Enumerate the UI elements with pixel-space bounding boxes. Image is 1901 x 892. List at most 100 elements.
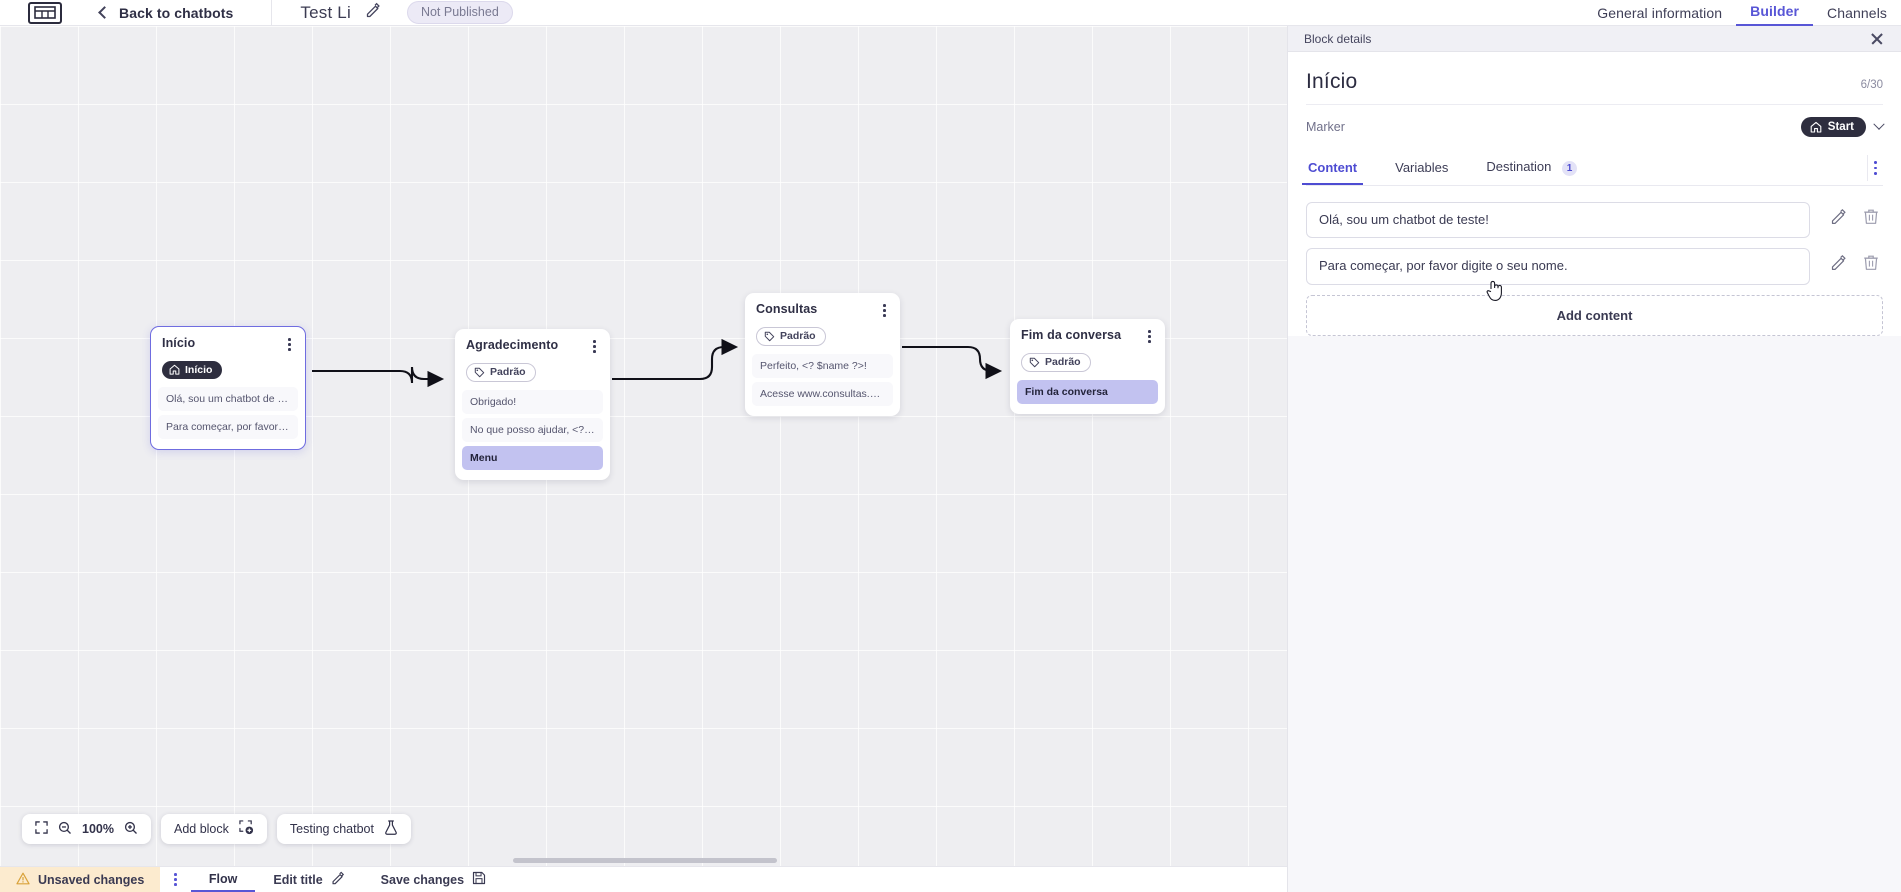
marker-select[interactable]: Start <box>1800 117 1885 137</box>
tab-variables[interactable]: Variables <box>1393 152 1450 184</box>
content-text[interactable]: Para começar, por favor digite o seu nom… <box>1306 248 1810 285</box>
pencil-icon <box>331 871 345 888</box>
chatbot-logo-icon <box>28 1 62 24</box>
flask-icon <box>384 820 398 838</box>
node-header: Fim da conversa <box>1010 328 1165 345</box>
flow-canvas[interactable]: Início Início Olá, sou um chatbot de tes… <box>0 26 1287 866</box>
char-count: 6/30 <box>1860 79 1883 91</box>
edit-title-label: Edit title <box>273 872 323 887</box>
canvas-toolbar: 100% Add block <box>22 814 411 844</box>
node-menu-button[interactable] <box>880 302 889 319</box>
node-row[interactable]: Fim da conversa <box>1017 379 1158 404</box>
pencil-icon[interactable] <box>1830 208 1847 230</box>
node-row[interactable]: Olá, sou um chatbot de teste! <box>158 387 298 412</box>
node-row[interactable]: Para começar, por favor digite o ... <box>158 415 298 440</box>
testing-chatbot-button[interactable]: Testing chatbot <box>276 814 411 844</box>
node-title: Fim da conversa <box>1021 328 1122 342</box>
horizontal-scrollbar[interactable] <box>513 858 777 863</box>
node-row[interactable]: Perfeito, <? $name ?>! <box>752 353 893 378</box>
page-title: Test Li <box>300 2 351 22</box>
bottom-tab-flow[interactable]: Flow <box>190 867 256 892</box>
node-default-badge-label: Padrão <box>780 330 816 343</box>
tag-icon <box>764 331 775 342</box>
node-title: Início <box>162 336 196 350</box>
testing-chatbot-label: Testing chatbot <box>289 822 374 836</box>
pencil-icon[interactable] <box>365 2 381 23</box>
block-details-panel: Block details Início 6/30 Marker Start <box>1287 26 1901 892</box>
node-rows: Obrigado! No que posso ajudar, <? $name … <box>455 389 610 470</box>
tab-destination[interactable]: Destination 1 <box>1484 151 1579 185</box>
bottom-bar-menu-button[interactable] <box>160 867 191 892</box>
tab-content-label: Content <box>1308 160 1358 175</box>
add-block-label: Add block <box>173 822 229 836</box>
node-menu-button[interactable] <box>590 338 599 355</box>
home-icon <box>169 365 180 375</box>
node-header: Início <box>151 336 305 353</box>
flow-node-agradecimento[interactable]: Agradecimento Padrão Obrigado! No que po… <box>455 329 610 480</box>
unsaved-changes-indicator: Unsaved changes <box>0 867 161 892</box>
tab-destination-badge: 1 <box>1562 161 1578 176</box>
add-block-icon <box>239 820 254 838</box>
tab-channels[interactable]: Channels <box>1827 5 1887 21</box>
save-changes-button[interactable]: Save changes <box>363 867 504 892</box>
node-menu-button[interactable] <box>285 336 294 353</box>
trash-icon[interactable] <box>1863 208 1879 230</box>
flow-node-fim-da-conversa[interactable]: Fim da conversa Padrão Fim da conversa <box>1010 319 1165 414</box>
node-rows: Olá, sou um chatbot de teste! Para começ… <box>151 387 305 440</box>
zoom-in-icon[interactable] <box>124 821 138 838</box>
bottom-bar: Unsaved changes Flow Edit title Save cha… <box>0 866 1287 892</box>
bottom-tab-flow-label: Flow <box>208 871 238 886</box>
tab-content[interactable]: Content <box>1301 152 1364 185</box>
marker-value-badge: Start <box>1800 117 1866 137</box>
node-title: Consultas <box>756 302 818 316</box>
add-content-button[interactable]: Add content <box>1306 294 1883 336</box>
node-header: Consultas <box>745 302 900 319</box>
chevron-down-icon[interactable] <box>1873 118 1885 130</box>
zoom-controls[interactable]: 100% <box>22 814 151 844</box>
back-to-chatbots-button[interactable]: Back to chatbots <box>98 4 234 21</box>
node-default-badge: Padrão <box>1021 352 1091 373</box>
flow-node-consultas[interactable]: Consultas Padrão Perfeito, <? $name ?>! … <box>745 293 900 416</box>
unsaved-changes-label: Unsaved changes <box>38 872 145 887</box>
node-menu-button[interactable] <box>1145 328 1154 345</box>
tab-builder[interactable]: Builder <box>1736 3 1814 26</box>
chevron-left-icon <box>98 6 111 19</box>
zoom-level: 100% <box>82 822 114 836</box>
flow-connectors <box>312 338 1003 388</box>
content-actions <box>1810 248 1883 276</box>
node-start-badge-label: Início <box>185 363 213 376</box>
pencil-icon[interactable] <box>1830 254 1847 276</box>
top-tabs: General information Builder Channels <box>1583 0 1901 26</box>
top-bar: Back to chatbots Test Li Not Published G… <box>0 0 1901 26</box>
node-row[interactable]: Acesse www.consultas.com par... <box>752 381 893 406</box>
marker-value-label: Start <box>1827 121 1854 133</box>
status-badge: Not Published <box>406 1 513 24</box>
tab-general-information[interactable]: General information <box>1597 5 1723 21</box>
fit-screen-icon[interactable] <box>35 821 48 837</box>
block-title-row: Início 6/30 <box>1306 52 1883 105</box>
save-disk-icon <box>472 871 486 888</box>
node-default-badge: Padrão <box>756 326 826 347</box>
panel-header: Block details <box>1288 26 1901 52</box>
node-start-badge: Início <box>162 360 223 379</box>
content-text[interactable]: Olá, sou um chatbot de teste! <box>1306 202 1810 239</box>
zoom-out-icon[interactable] <box>58 821 72 838</box>
close-icon[interactable] <box>1869 31 1885 47</box>
flow-node-inicio[interactable]: Início Início Olá, sou um chatbot de tes… <box>150 326 306 451</box>
content-actions <box>1810 202 1883 230</box>
node-default-badge: Padrão <box>466 362 536 383</box>
panel-tabs-menu-button[interactable] <box>1867 155 1883 181</box>
node-row[interactable]: Menu <box>462 445 603 470</box>
node-default-badge-label: Padrão <box>490 366 526 379</box>
list-item: Para começar, por favor digite o seu nom… <box>1306 248 1883 285</box>
node-header: Agradecimento <box>455 338 610 355</box>
trash-icon[interactable] <box>1863 254 1879 276</box>
edit-title-button[interactable]: Edit title <box>255 867 362 892</box>
topbar-divider <box>271 0 273 26</box>
node-title: Agradecimento <box>466 338 559 352</box>
back-to-chatbots-label: Back to chatbots <box>119 4 234 21</box>
node-row[interactable]: No que posso ajudar, <? $name ... <box>462 417 603 442</box>
add-block-button[interactable]: Add block <box>160 814 267 844</box>
node-row[interactable]: Obrigado! <box>462 389 603 414</box>
